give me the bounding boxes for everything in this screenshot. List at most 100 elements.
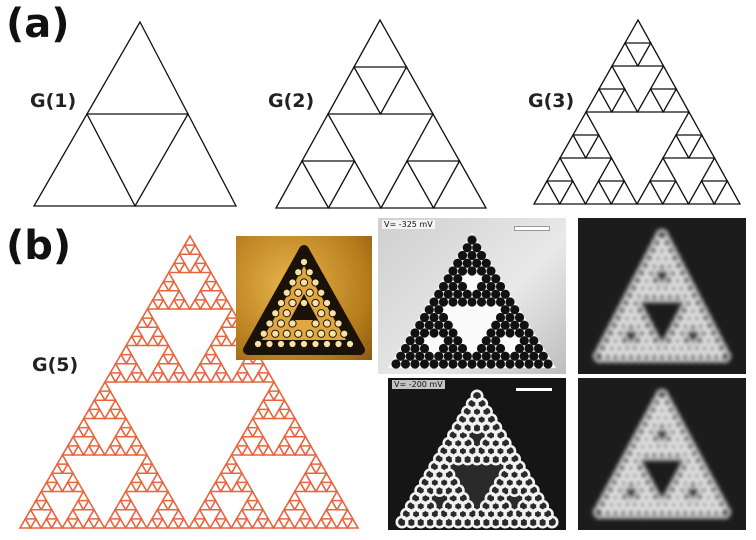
- fractal-triangle: [211, 373, 222, 382]
- sierpinski-g2: [276, 20, 486, 208]
- simulation-image-2-pattern: [578, 378, 746, 530]
- fractal-triangle: [63, 446, 74, 455]
- fractal-triangle: [84, 446, 95, 455]
- inset-atom: [266, 340, 273, 347]
- fractal-triangle: [136, 482, 147, 491]
- stm-1-dot: [477, 359, 486, 368]
- fractal-triangle: [168, 519, 179, 528]
- fractal-triangle: [200, 355, 211, 364]
- stm-1-dot: [396, 352, 405, 361]
- fractal-triangle: [305, 482, 316, 491]
- fractal-triangle: [211, 355, 222, 364]
- stm-1-dot: [434, 352, 443, 361]
- fractal-triangle: [147, 482, 158, 491]
- fractal-triangle: [200, 282, 211, 291]
- fractal-triangle: [116, 373, 127, 382]
- fractal-triangle: [210, 482, 221, 491]
- stm-1-dot: [505, 313, 514, 322]
- stm-1-dot: [429, 297, 438, 306]
- stm-1-dot: [472, 352, 481, 361]
- stm-1-dot: [444, 336, 453, 345]
- triangle: [689, 181, 715, 204]
- fractal-triangle: [84, 409, 95, 418]
- inset-atom: [335, 340, 342, 347]
- fractal-triangle: [131, 473, 142, 482]
- stm-1-dot: [472, 243, 481, 252]
- fractal-triangle: [136, 464, 147, 473]
- fractal-triangle: [295, 519, 306, 528]
- triangle: [573, 112, 599, 135]
- triangle: [612, 89, 638, 112]
- fractal-triangle: [100, 382, 111, 391]
- fractal-triangle: [211, 282, 222, 291]
- stm-1-dot: [410, 328, 419, 337]
- fractal-triangle: [200, 501, 211, 510]
- inset-atom: [260, 330, 267, 337]
- stm-1-dot: [448, 359, 457, 368]
- stm-image-2-pattern: [388, 378, 566, 530]
- triangle: [625, 20, 651, 43]
- inset-atom: [277, 320, 284, 327]
- triangle: [702, 158, 728, 181]
- fractal-triangle: [147, 519, 158, 528]
- fractal-triangle: [326, 482, 337, 491]
- fractal-triangle: [231, 519, 242, 528]
- fractal-triangle: [242, 446, 253, 455]
- fractal-triangle: [179, 300, 190, 309]
- fractal-triangle: [253, 428, 264, 437]
- triangle: [560, 135, 586, 158]
- simulation-image-1-pattern: [578, 218, 746, 374]
- fractal-triangle: [62, 519, 73, 528]
- stm-1-dot: [425, 321, 434, 330]
- fractal-triangle: [326, 501, 337, 510]
- triangle: [599, 66, 625, 89]
- fractal-triangle: [142, 309, 153, 318]
- fractal-triangle: [274, 519, 285, 528]
- fractal-triangle: [20, 519, 31, 528]
- triangle: [276, 161, 329, 208]
- fractal-triangle: [247, 492, 258, 501]
- stm-1-dot: [434, 290, 443, 299]
- stm-image-2-scalebar: [516, 388, 552, 391]
- fractal-triangle: [258, 400, 269, 409]
- fractal-triangle: [84, 428, 95, 437]
- fractal-triangle: [78, 492, 89, 501]
- stm-1-dot: [543, 359, 552, 368]
- fractal-triangle: [279, 437, 290, 446]
- fractal-triangle: [89, 510, 100, 519]
- fractal-triangle: [205, 346, 216, 355]
- fractal-triangle: [221, 336, 232, 345]
- stm-1-dot: [444, 321, 453, 330]
- sierpinski-g3: [534, 20, 740, 204]
- fractal-triangle: [316, 482, 327, 491]
- fractal-triangle: [295, 446, 306, 455]
- fractal-triangle: [316, 519, 327, 528]
- g1-label: G(1): [30, 92, 76, 111]
- fractal-triangle: [221, 482, 232, 491]
- fractal-triangle: [305, 446, 316, 455]
- fractal-triangle: [258, 437, 269, 446]
- triangle: [637, 181, 663, 204]
- inset-atom: [318, 310, 325, 317]
- stm-1-dot: [472, 290, 481, 299]
- stm-1-dot: [420, 359, 429, 368]
- fractal-triangle: [126, 428, 137, 437]
- fractal-triangle: [231, 482, 242, 491]
- fractal-triangle: [190, 300, 201, 309]
- fractal-triangle: [300, 510, 311, 519]
- stm-1-dot: [463, 290, 472, 299]
- fractal-triangle: [163, 346, 174, 355]
- stm-1-dot: [429, 313, 438, 322]
- triangle: [547, 158, 573, 181]
- stm-1-dot: [453, 290, 462, 299]
- stm-1-dot: [496, 282, 505, 291]
- stm-1-dot: [539, 352, 548, 361]
- fractal-triangle: [73, 446, 84, 455]
- fractal-triangle: [105, 373, 116, 382]
- fractal-triangle: [158, 373, 169, 382]
- fractal-triangle: [121, 419, 132, 428]
- fractal-triangle: [158, 336, 169, 345]
- triangle: [663, 181, 689, 204]
- stm-1-dot: [391, 359, 400, 368]
- fractal-triangle: [126, 336, 137, 345]
